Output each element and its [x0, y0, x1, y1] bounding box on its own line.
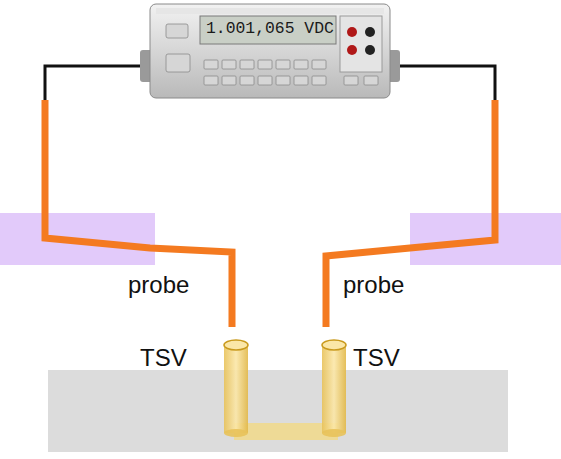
- tsv-cylinder: [224, 340, 248, 437]
- probe-needle: [45, 100, 232, 327]
- tsv-label: TSV: [140, 345, 187, 371]
- probe-label: probe: [128, 272, 189, 298]
- substrate: [48, 370, 508, 452]
- probe-label: probe: [343, 272, 404, 298]
- wire: [390, 66, 495, 100]
- display-reading: 1.001,065 VDC: [206, 20, 334, 38]
- wire: [45, 66, 152, 100]
- probe-needle: [326, 100, 495, 327]
- tsv-cylinder: [322, 340, 346, 437]
- multimeter: [140, 4, 400, 98]
- tsv-label: TSV: [353, 345, 400, 371]
